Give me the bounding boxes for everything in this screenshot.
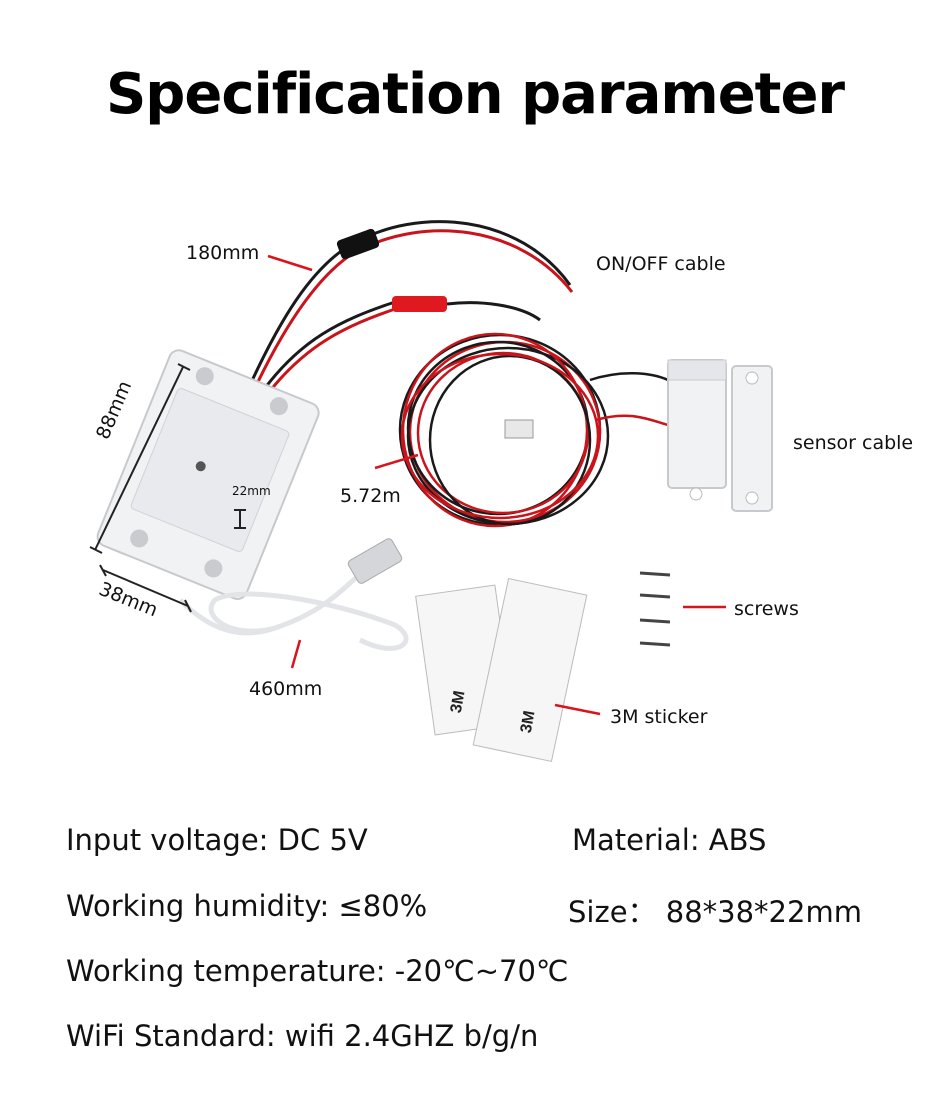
label-180mm: 180mm — [186, 242, 260, 264]
spec-input-voltage: Input voltage: DC 5V — [66, 823, 368, 857]
label-3m-sticker: 3M sticker — [610, 706, 708, 728]
label-screws: screws — [734, 598, 799, 620]
coiled-cable — [398, 332, 669, 528]
door-sensor — [667, 359, 773, 512]
product-illustration: 3M 3M — [89, 220, 773, 763]
screws-group — [639, 571, 671, 647]
sensor-cable-lead — [260, 296, 541, 397]
label-22mm: 22mm — [232, 484, 271, 498]
usb-cable — [178, 538, 409, 651]
label-sensor-cable: sensor cable — [793, 432, 914, 454]
controller-device — [96, 349, 320, 600]
dimension-lines — [89, 363, 246, 613]
spec-size: Size： 88*38*22mm — [568, 895, 862, 929]
spec-working-temperature: Working temperature: -20℃~70℃ — [66, 954, 569, 988]
spec-wifi-standard: WiFi Standard: wifi 2.4GHZ b/g/n — [66, 1019, 539, 1053]
label-460mm: 460mm — [249, 678, 323, 700]
page-title: Specification parameter — [105, 62, 845, 127]
spec-working-humidity: Working humidity: ≤80% — [66, 889, 428, 923]
svg-text:3M: 3M — [518, 710, 539, 735]
onoff-cable — [248, 220, 574, 389]
label-onoff-cable: ON/OFF cable — [596, 253, 726, 275]
label-5-72m: 5.72m — [340, 485, 401, 507]
spec-material: Material: ABS — [572, 823, 767, 857]
callout-lines — [267, 254, 726, 716]
svg-text:3M: 3M — [448, 690, 469, 715]
3m-stickers: 3M 3M — [415, 577, 588, 763]
